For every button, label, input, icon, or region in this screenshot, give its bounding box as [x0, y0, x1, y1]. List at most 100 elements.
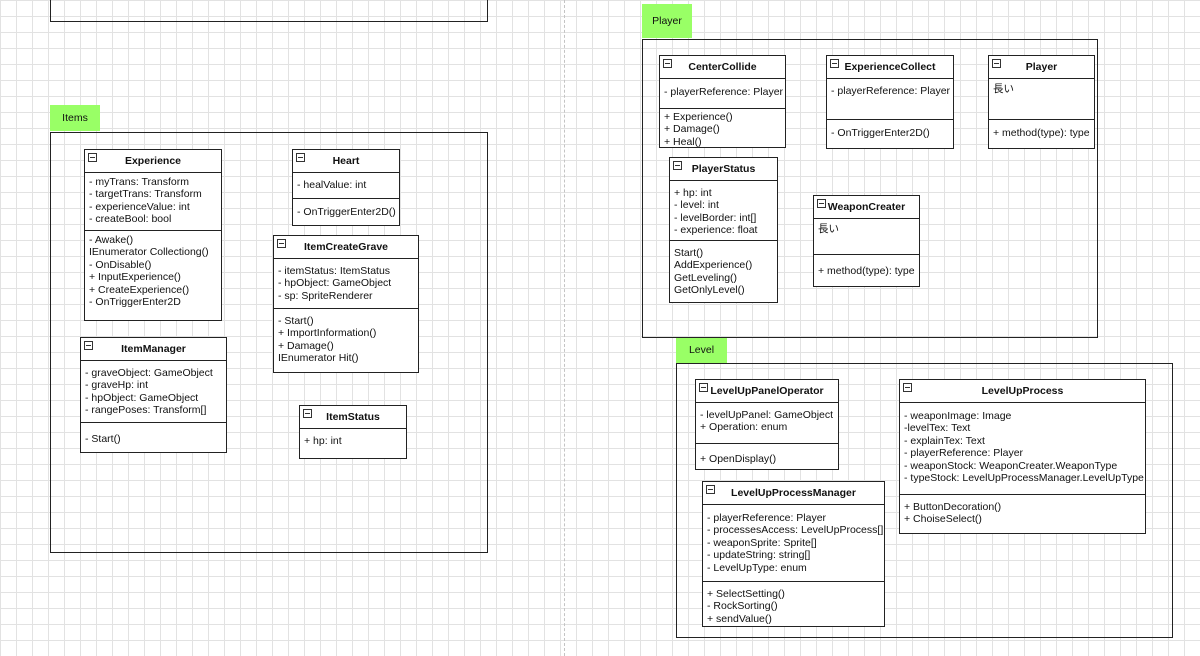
collapse-icon[interactable]: [992, 59, 1001, 68]
attribute: - createBool: bool: [89, 213, 172, 226]
class-name: ItemStatus: [326, 411, 380, 423]
attribute: + hp: int: [674, 187, 712, 199]
collapse-icon[interactable]: [277, 239, 286, 248]
methods-section: - Start(): [81, 423, 226, 448]
collapse-icon[interactable]: [84, 341, 93, 350]
collapse-icon[interactable]: [663, 59, 672, 68]
attribute: - targetTrans: Transform: [89, 188, 202, 201]
attribute: - levelBorder: int[]: [674, 211, 757, 224]
class-name: WeaponCreater: [827, 201, 906, 213]
methods-section: + SelectSetting() - RockSorting() + send…: [703, 582, 884, 628]
attributes-section: + hp: int: [300, 429, 406, 450]
method: + Heal(): [664, 135, 702, 148]
attribute: + hp: int: [304, 435, 342, 447]
class-name: Experience: [124, 155, 182, 167]
class-header: ExperienceCollect: [827, 56, 953, 79]
attribute: - playerReference: Player: [707, 512, 827, 524]
player-group-frame: [642, 39, 1098, 338]
attribute: - updateString: string[]: [707, 549, 811, 562]
method: + Damage(): [664, 123, 720, 136]
attribute: - rangePoses: Transform[]: [85, 404, 207, 417]
collapse-icon[interactable]: [699, 383, 708, 392]
method: + OpenDisplay(): [700, 453, 777, 465]
method: + SelectSetting(): [707, 588, 785, 600]
methods-section: - Start() + ImportInformation() + Damage…: [274, 309, 418, 368]
level-up-process-class[interactable]: LevelUpProcess - weaponImage: Image -lev…: [899, 379, 1146, 534]
method: + InputExperience(): [89, 271, 181, 284]
attribute: - sp: SpriteRenderer: [278, 289, 373, 302]
methods-section: + method(type): type: [989, 120, 1094, 142]
method: + Experience(): [664, 111, 733, 123]
methods-section: - OnTriggerEnter2D(): [827, 120, 953, 142]
attribute: - hpObject: GameObject: [278, 277, 392, 290]
frame-top-remnant: [50, 0, 488, 22]
collapse-icon[interactable]: [303, 409, 312, 418]
player-class[interactable]: Player 長い + method(type): type: [988, 55, 1095, 149]
collapse-icon[interactable]: [706, 485, 715, 494]
method: - OnTriggerEnter2D(): [297, 206, 396, 218]
attributes-section: - healValue: int: [293, 173, 399, 199]
collapse-icon[interactable]: [673, 161, 682, 170]
collapse-icon[interactable]: [817, 199, 826, 208]
attribute: - processesAccess: LevelUpProcess[]: [707, 524, 884, 537]
item-create-grave-class[interactable]: ItemCreateGrave - itemStatus: ItemStatus…: [273, 235, 419, 373]
method: - Start(): [85, 433, 121, 445]
attributes-section: - itemStatus: ItemStatus - hpObject: Gam…: [274, 259, 418, 309]
method: + ButtonDecoration(): [904, 501, 1002, 513]
class-header: CenterCollide: [660, 56, 785, 79]
attributes-section: 長い: [989, 79, 1094, 120]
player-status-class[interactable]: PlayerStatus + hp: int - level: int - le…: [669, 157, 778, 303]
center-collide-class[interactable]: CenterCollide - playerReference: Player …: [659, 55, 786, 148]
class-name: Player: [1025, 61, 1058, 73]
method: + CreateExperience(): [89, 283, 190, 296]
level-up-panel-operator-class[interactable]: LevelUpPanelOperator - levelUpPanel: Gam…: [695, 379, 839, 470]
class-name: ItemCreateGrave: [303, 241, 389, 253]
attribute: - weaponSprite: Sprite[]: [707, 536, 817, 549]
item-manager-class[interactable]: ItemManager - graveObject: GameObject - …: [80, 337, 227, 453]
player-group-label[interactable]: Player: [642, 4, 692, 38]
class-name: ItemManager: [121, 343, 186, 355]
level-group-label[interactable]: Level: [676, 338, 727, 363]
attributes-section: 長い: [814, 219, 919, 255]
attribute: - graveObject: GameObject: [85, 367, 213, 379]
weapon-creater-class[interactable]: WeaponCreater 長い + method(type): type: [813, 195, 920, 287]
class-header: LevelUpPanelOperator: [696, 380, 838, 403]
method: Start(): [674, 247, 704, 259]
class-header: LevelUpProcess: [900, 380, 1145, 403]
attribute: -levelTex: Text: [904, 422, 971, 435]
method: + ChoiseSelect(): [904, 513, 982, 526]
method: - RockSorting(): [707, 600, 778, 613]
attribute: - typeStock: LevelUpProcessManager.Level…: [904, 472, 1144, 485]
attribute: - level: int: [674, 199, 719, 212]
item-status-class[interactable]: ItemStatus + hp: int: [299, 405, 407, 459]
items-group-frame: [50, 132, 488, 553]
heart-class[interactable]: Heart - healValue: int - OnTriggerEnter2…: [292, 149, 400, 226]
attributes-section: - playerReference: Player - processesAcc…: [703, 505, 884, 582]
method: + ImportInformation(): [278, 327, 377, 340]
collapse-icon[interactable]: [88, 153, 97, 162]
attributes-section: - levelUpPanel: GameObject + Operation: …: [696, 403, 838, 444]
collapse-icon[interactable]: [296, 153, 305, 162]
collapse-icon[interactable]: [830, 59, 839, 68]
attribute: - playerReference: Player: [831, 85, 951, 97]
class-header: Player: [989, 56, 1094, 79]
items-group-label[interactable]: Items: [50, 105, 100, 131]
class-header: ItemStatus: [300, 406, 406, 429]
attribute: - weaponStock: WeaponCreater.WeaponType: [904, 459, 1118, 472]
method: + method(type): type: [993, 127, 1090, 139]
method: IEnumerator Collectiong(): [89, 246, 209, 259]
attributes-section: - graveObject: GameObject - graveHp: int…: [81, 361, 226, 423]
class-header: ItemCreateGrave: [274, 236, 418, 259]
level-up-process-manager-class[interactable]: LevelUpProcessManager - playerReference:…: [702, 481, 885, 627]
method: GetLeveling(): [674, 271, 738, 284]
attributes-section: - playerReference: Player: [660, 79, 785, 109]
attribute: - playerReference: Player: [664, 86, 784, 98]
experience-collect-class[interactable]: ExperienceCollect - playerReference: Pla…: [826, 55, 954, 149]
collapse-icon[interactable]: [903, 383, 912, 392]
experience-class[interactable]: Experience - myTrans: Transform - target…: [84, 149, 222, 321]
method: + method(type): type: [818, 265, 915, 277]
attributes-section: + hp: int - level: int - levelBorder: in…: [670, 181, 777, 241]
attribute: - levelUpPanel: GameObject: [700, 409, 834, 421]
attribute: - playerReference: Player: [904, 447, 1024, 460]
methods-section: - OnTriggerEnter2D(): [293, 199, 399, 221]
